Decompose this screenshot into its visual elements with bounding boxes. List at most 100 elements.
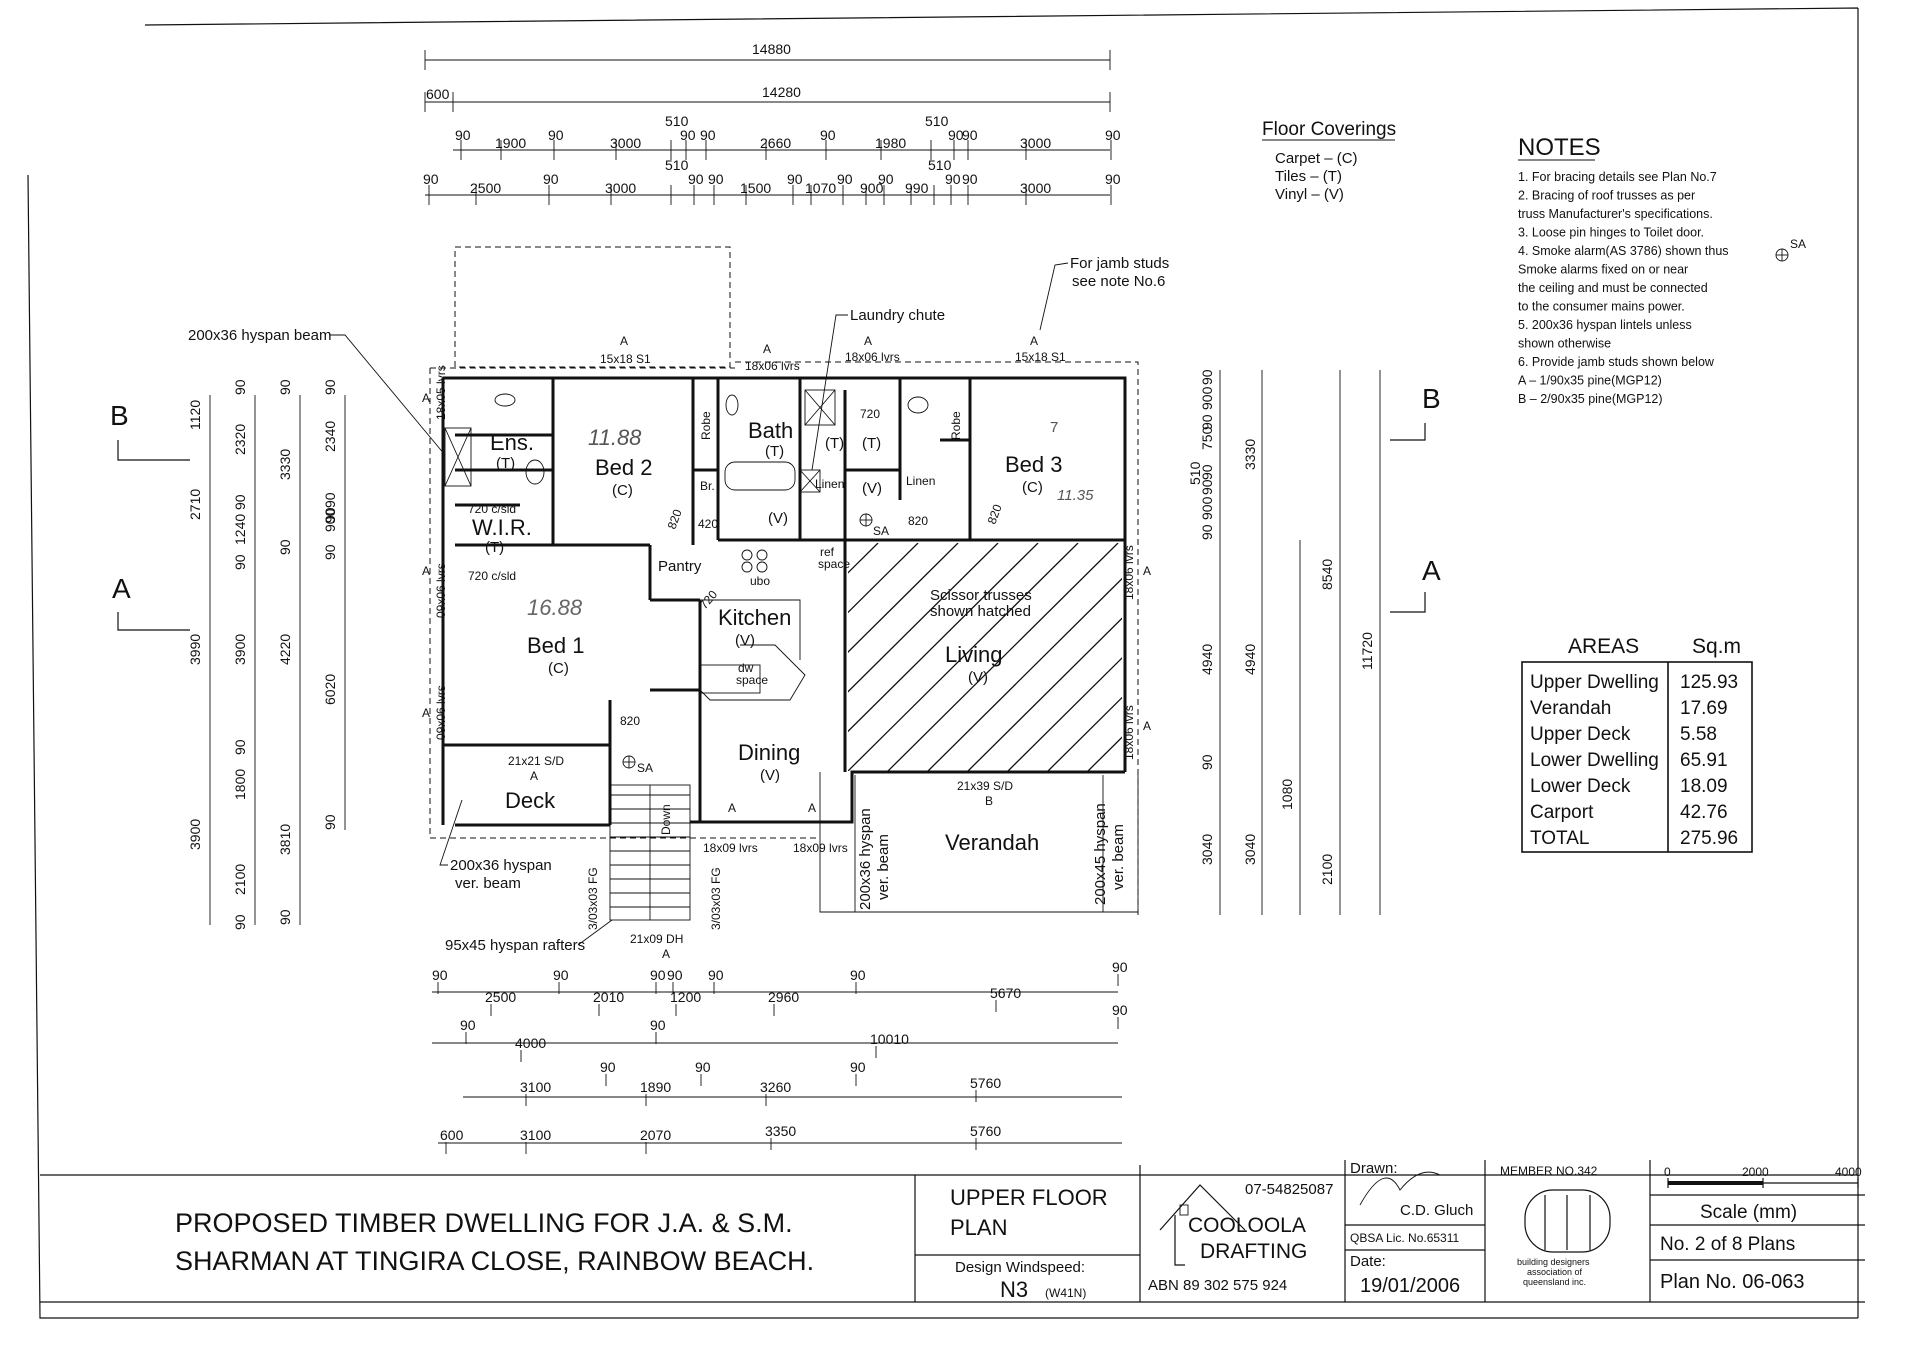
dim-bottom-value: 90 — [460, 1017, 476, 1033]
label-lvrs-09x06a: 09x06 lvrs — [434, 563, 448, 618]
section-b-right: B — [1422, 383, 1441, 414]
area-value: 65.91 — [1680, 750, 1728, 771]
date-value: 19/01/2006 — [1360, 1275, 1460, 1297]
note-line: shown otherwise — [1518, 337, 1611, 351]
area-name: Lower Dwelling — [1530, 750, 1659, 771]
room-wir-code: (T) — [485, 539, 504, 556]
dim-left-inner2: 900 — [322, 508, 338, 532]
windspeed-sub: (W41N) — [1045, 1286, 1086, 1300]
dim-right-c: 8540 — [1319, 559, 1335, 590]
dim-left-mid: 3900 — [232, 634, 248, 665]
room-deck: Deck — [505, 788, 556, 813]
dim-left-mid: 1800 — [232, 769, 248, 800]
drawn-signature — [1359, 1171, 1441, 1206]
label-jamb-1: For jamb studs — [1070, 255, 1169, 272]
room-ens-code: (T) — [496, 455, 515, 472]
dim-row1-value: 90 — [1105, 127, 1121, 143]
dim-total-top: 14880 — [752, 41, 791, 57]
label-lvrs-18x09b: 18x09 lvrs — [793, 841, 848, 855]
room-robe-1: Robe — [699, 411, 713, 440]
stairs — [609, 784, 691, 921]
area-name: Verandah — [1530, 698, 1611, 719]
corridor-code-4: (T) — [825, 435, 844, 452]
dim-right-d: 11720 — [1359, 632, 1375, 670]
dim-left-inner2: 6020 — [322, 674, 338, 705]
room-linen-1: Linen — [815, 477, 844, 491]
label-720-csld-2: 720 c/sld — [468, 569, 516, 583]
room-bed2-code: (C) — [612, 482, 633, 499]
windspeed-label: Design Windspeed: — [955, 1259, 1085, 1276]
dim-row1-value: 3000 — [610, 135, 641, 151]
label-sa-2: SA — [637, 761, 653, 775]
dim-right-b: 1080 — [1279, 779, 1295, 810]
floor-coverings-legend: Floor Coverings Carpet – (C) Tiles – (T)… — [1262, 119, 1396, 203]
win-a2-size: 18x06 lvrs — [745, 359, 800, 373]
note-line: 5. 200x36 hyspan lintels unless — [1518, 318, 1692, 332]
dim-bottom-value: 90 — [600, 1059, 616, 1075]
dim-right-a: 900 — [1199, 386, 1215, 410]
dim-row2-value: 3000 — [605, 180, 636, 196]
qbsa-licence: QBSA Lic. No.65311 — [1350, 1231, 1460, 1245]
company-name-1: COOLOOLA — [1188, 1214, 1306, 1237]
note-line: truss Manufacturer's specifications. — [1518, 207, 1713, 221]
label-deck-door-2: A — [530, 769, 538, 783]
dim-bottom-value: 1200 — [670, 989, 701, 1005]
dim-row1-value: 90 — [680, 127, 696, 143]
label-ver-door-1: 21x39 S/D — [957, 779, 1013, 793]
label-ref-2: space — [818, 557, 850, 571]
area-name: Lower Deck — [1530, 776, 1631, 797]
dim-left-outer: 3990 — [187, 634, 203, 665]
room-dining: Dining — [738, 740, 800, 765]
dim-left-mid: 90 — [232, 914, 248, 930]
label-sa-1: SA — [873, 524, 889, 538]
laundry-chute — [799, 469, 821, 493]
area-value: 18.09 — [1680, 776, 1728, 797]
label-dh-1: 21x09 DH — [630, 932, 683, 946]
jamb-a-5: A — [1143, 719, 1151, 733]
dim-bottom-value: 1890 — [640, 1079, 671, 1095]
win-a3-mark: A — [864, 334, 872, 348]
company-name-2: DRAFTING — [1200, 1240, 1307, 1263]
room-ens: Ens. — [490, 430, 534, 455]
scale-bar — [1667, 1178, 1859, 1188]
notes-title: NOTES — [1518, 134, 1601, 161]
dim-bottom-value: 90 — [850, 967, 866, 983]
room-bed3: Bed 3 — [1005, 452, 1063, 477]
sink-bowl — [741, 549, 753, 561]
ens-shower — [444, 427, 472, 487]
dim-right-b: 4940 — [1242, 644, 1258, 675]
drawn-by: C.D. Gluch — [1400, 1202, 1473, 1219]
room-bed2: Bed 2 — [595, 455, 653, 480]
project-title-line-2: SHARMAN AT TINGIRA CLOSE, RAINBOW BEACH. — [175, 1246, 814, 1276]
room-living-code: (V) — [968, 669, 988, 686]
bath-basin — [725, 394, 739, 416]
label-ver-beam3-1: 200x36 hyspan — [450, 857, 552, 874]
member-number: MEMBER NO.342 — [1500, 1164, 1598, 1178]
floor-covering-carpet: Carpet – (C) — [1275, 150, 1358, 167]
dim-bottom-value: 3100 — [520, 1127, 551, 1143]
dim-bottom-value: 3100 — [520, 1079, 551, 1095]
bda-text-1: building designers — [1517, 1257, 1590, 1267]
dim-row1-value: 510 — [925, 113, 949, 129]
dim-row1-value: 90 — [962, 127, 978, 143]
label-door-820c: 820 — [985, 502, 1005, 526]
notes-section: NOTES 1. For bracing details see Plan No… — [1518, 134, 1806, 406]
label-ver-beam2-1: 200x45 hyspan — [1092, 803, 1109, 905]
company-abn: ABN 89 302 575 924 — [1148, 1277, 1287, 1294]
dim-row1-value: 510 — [665, 113, 689, 129]
room-bath: Bath — [748, 418, 793, 443]
note-line: 6. Provide jamb studs shown below — [1518, 355, 1715, 369]
jamb-a-6: A — [728, 801, 736, 815]
note-line: B – 2/90x35 pine(MGP12) — [1518, 392, 1663, 406]
room-kitchen-code: (V) — [735, 632, 755, 649]
dim-left-inner2: 2340 — [322, 421, 338, 452]
label-scissor-1: Scissor trusses — [930, 587, 1032, 604]
dim-left-inner2: 90 — [322, 814, 338, 830]
drawn-label: Drawn: — [1350, 1160, 1398, 1177]
area-value: 125.93 — [1680, 672, 1738, 693]
dim-left-outer: 2710 — [187, 489, 203, 520]
label-dh-2: A — [662, 947, 670, 961]
